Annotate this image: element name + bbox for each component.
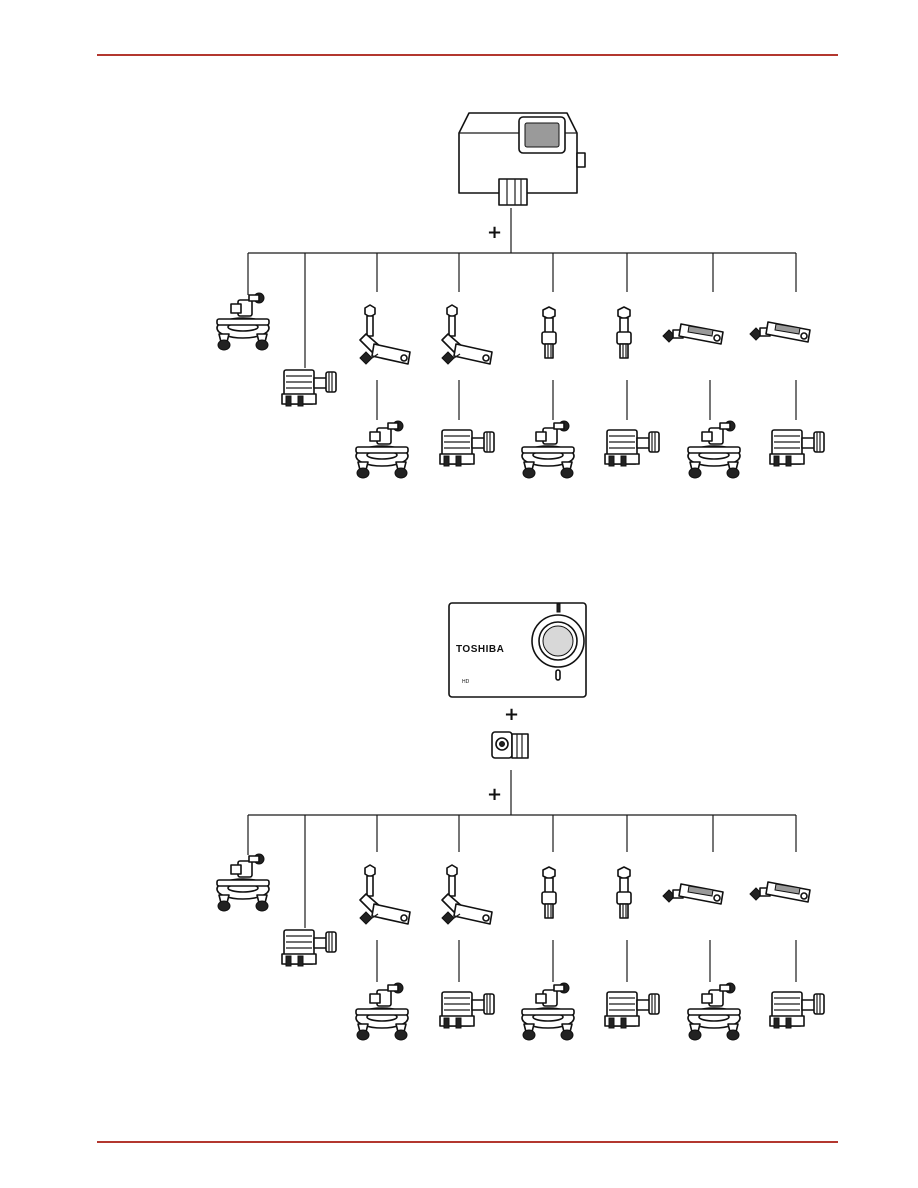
flat-arm-icon: [750, 322, 810, 342]
buckle-mount-icon: [282, 370, 336, 406]
camera-brand-label: TOSHIBA: [456, 644, 504, 655]
plus-sign: +: [487, 222, 502, 243]
pivot-arm-long-icon: [442, 865, 492, 924]
waterproof-case-icon: [459, 113, 585, 205]
handlebar-mount-icon: [522, 983, 574, 1040]
buckle-mount-icon: [770, 992, 824, 1028]
handlebar-mount-icon: [688, 983, 740, 1040]
handlebar-mount-icon: [356, 421, 408, 478]
buckle-mount-icon: [770, 430, 824, 466]
handlebar-mount-icon: [522, 421, 574, 478]
tripod-adapter-icon: [492, 732, 528, 758]
flat-arm-icon: [750, 882, 810, 902]
camera-group: TOSHIBA HD + +: [217, 603, 824, 1040]
extension-arm-short-icon: [617, 307, 631, 358]
buckle-mount-icon: [440, 430, 494, 466]
handlebar-mount-icon: [688, 421, 740, 478]
waterproof-case-group: +: [217, 113, 824, 478]
pivot-arm-long-icon: [360, 305, 410, 364]
plus-sign: +: [504, 704, 519, 725]
plus-sign: +: [487, 784, 502, 805]
camera-icon: TOSHIBA HD: [449, 603, 586, 697]
extension-arm-short-icon: [617, 867, 631, 918]
flat-arm-icon: [663, 324, 723, 344]
extension-arm-short-icon: [542, 307, 556, 358]
buckle-mount-icon: [605, 430, 659, 466]
handlebar-mount-icon: [217, 854, 269, 911]
buckle-mount-icon: [440, 992, 494, 1028]
buckle-mount-icon: [605, 992, 659, 1028]
handlebar-mount-icon: [356, 983, 408, 1040]
pivot-arm-long-icon: [442, 305, 492, 364]
buckle-mount-icon: [282, 930, 336, 966]
camera-hd-badge: HD: [462, 679, 470, 685]
handlebar-mount-icon: [217, 293, 269, 350]
flat-arm-icon: [663, 884, 723, 904]
pivot-arm-long-icon: [360, 865, 410, 924]
extension-arm-short-icon: [542, 867, 556, 918]
